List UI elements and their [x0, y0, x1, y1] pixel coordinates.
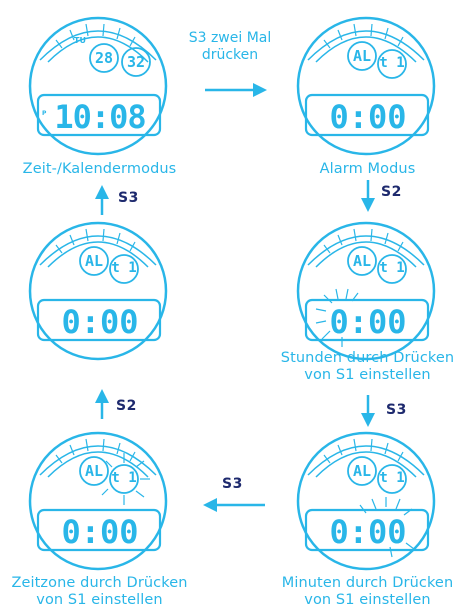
main-minutes-display: 0:00: [329, 513, 407, 551]
transition-label-s2-right: S2: [381, 184, 402, 200]
arrow-up-icon: [94, 185, 110, 215]
main-timezone-display: 0:00: [61, 513, 139, 551]
mode-circle-t1: t 1: [111, 260, 137, 276]
transition-label-s3-bottom: S3: [222, 476, 243, 492]
small-label-tu: TU: [74, 36, 86, 45]
caption-set-minutes: Minuten durch Drücken von S1 einstellen: [281, 575, 454, 608]
arrow-down-icon: [360, 395, 376, 427]
main-time-display: 10:08: [54, 98, 146, 136]
mode-circle-al: AL: [84, 462, 104, 480]
transition-label-s3-right: S3: [386, 402, 407, 418]
caption-alarm-mode: Alarm Modus: [319, 161, 416, 177]
mode-circle-al: AL: [352, 47, 372, 65]
mode-circle-t1: t 1: [379, 55, 405, 71]
mode-circle-al: AL: [84, 252, 104, 270]
watch-face-set-minutes: AL t 1 0:00: [286, 425, 446, 575]
caption-time-mode: Zeit-/Kalendermodus: [22, 161, 177, 177]
mode-circle-t1: t 1: [111, 470, 137, 486]
arrow-down-icon: [360, 180, 376, 212]
mode-circle-al: AL: [352, 462, 372, 480]
timezone-blink-rays: [101, 453, 150, 505]
pm-marker: P: [42, 110, 47, 117]
transition-label-s3-left: S3: [118, 190, 139, 206]
arrow-right-icon: [205, 82, 267, 98]
caption-set-hours: Stunden durch Drücken von S1 einstellen: [280, 350, 455, 383]
watch-face-set-timezone: AL t 1 0:00: [18, 425, 178, 575]
watch-face-time-mode: TU 28 32 P 10:08: [18, 10, 178, 160]
mode-circle-t1: t 1: [379, 260, 405, 276]
mode-circle-t1: t 1: [379, 470, 405, 486]
watch-face-set-hours: AL t 1 0:00: [286, 215, 446, 365]
arrow-left-icon: [203, 497, 265, 513]
transition-label-s2-left: S2: [116, 398, 137, 414]
watch-face-alarm-mode: AL t 1 0:00: [286, 10, 446, 160]
main-alarm-display: 0:00: [329, 98, 407, 136]
date-right-circle: 32: [126, 53, 146, 71]
main-hours-display: 0:00: [329, 303, 407, 341]
watch-face-alarm-plain: AL t 1 0:00: [18, 215, 178, 365]
arrow-up-icon: [94, 389, 110, 419]
date-left-circle: 28: [94, 49, 114, 67]
hours-blink-rays: [315, 288, 359, 347]
minutes-blink-rays: [359, 497, 415, 558]
caption-set-timezone: Zeitzone durch Drücken von S1 einstellen: [11, 575, 188, 608]
main-alarm-display: 0:00: [61, 303, 139, 341]
mode-circle-al: AL: [352, 252, 372, 270]
transition-label-top: S3 zwei Mal drücken: [188, 30, 272, 63]
